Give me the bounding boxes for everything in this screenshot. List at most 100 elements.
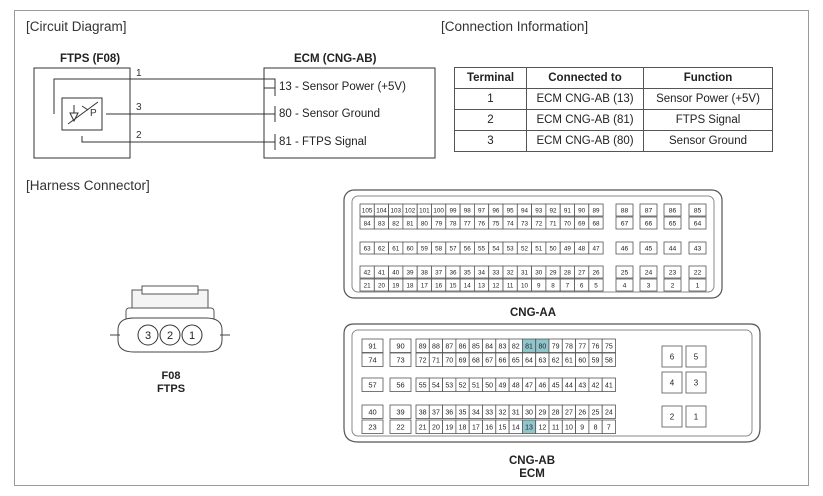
pin-number: 83 [499, 343, 507, 350]
pin-number: 33 [492, 269, 500, 276]
pin-number: 19 [445, 424, 453, 431]
pin-number: 78 [449, 220, 457, 227]
pin-cell-75 [601, 338, 616, 353]
pin-number: 18 [407, 282, 415, 289]
pin-number: 90 [396, 341, 404, 350]
svg-text:3: 3 [145, 330, 151, 342]
pin-number: 9 [580, 424, 584, 431]
pin-cell-56 [389, 377, 412, 392]
pin-number: 72 [535, 220, 543, 227]
pin-number: 10 [565, 424, 573, 431]
pin-number: 48 [578, 245, 586, 252]
ecm-label: ECM (CNG-AB) [294, 53, 377, 65]
pin-number: 25 [592, 409, 600, 416]
pin-number: 46 [538, 382, 546, 389]
pin-number: 21 [419, 424, 427, 431]
pin-number: 87 [645, 207, 653, 214]
pin-cell-6 [661, 345, 683, 368]
pin-number: 69 [578, 220, 586, 227]
cng-ab-sub-label: ECM [519, 468, 545, 480]
pin-cell-67 [615, 216, 634, 230]
pin-number: 86 [669, 207, 677, 214]
pin-cell-68 [588, 216, 604, 230]
pin-number: 13 [478, 282, 486, 289]
pin-number: 1 [694, 412, 699, 421]
pin-number: 50 [485, 382, 493, 389]
pin-number: 56 [464, 245, 472, 252]
pin-number: 26 [592, 269, 600, 276]
pin-number: 80 [421, 220, 429, 227]
pin-cell-1 [685, 405, 707, 428]
pin-cell-3 [685, 371, 707, 394]
pin-number: 92 [550, 207, 558, 214]
pin-number: 35 [459, 409, 467, 416]
pin-cell-22 [389, 419, 412, 434]
pin-number: 12 [538, 424, 546, 431]
pin-number: 84 [364, 220, 372, 227]
pin-number: 81 [525, 343, 533, 350]
pin-number: 52 [521, 245, 529, 252]
pin-number: 85 [694, 207, 702, 214]
pin-number: 79 [435, 220, 443, 227]
pin-number: 27 [578, 269, 586, 276]
ftps-pin-3: 3 [136, 102, 142, 113]
pin-number: 18 [459, 424, 467, 431]
pin-cell-43 [688, 241, 707, 255]
pin-number: 34 [472, 409, 480, 416]
pin-number: 63 [538, 357, 546, 364]
pin-number: 58 [435, 245, 443, 252]
pin-number: 91 [368, 341, 376, 350]
pin-number: 55 [478, 245, 486, 252]
pin-number: 74 [507, 220, 515, 227]
wire-2 [81, 136, 275, 143]
pin-number: 53 [507, 245, 515, 252]
pin-number: 64 [525, 357, 533, 364]
cng-aa-inner [351, 195, 715, 293]
pin-number: 39 [396, 407, 404, 416]
pin-number: 36 [449, 269, 457, 276]
ftps-pin-2: 2 [136, 130, 142, 141]
pin-number: 61 [392, 245, 400, 252]
pin-number: 17 [421, 282, 429, 289]
pin-cell-73 [389, 352, 412, 367]
pin-cell-4 [615, 278, 634, 292]
pin-number: 67 [621, 220, 629, 227]
pin-number: 44 [669, 245, 677, 252]
pin-number: 24 [645, 269, 653, 276]
pin-number: 60 [407, 245, 415, 252]
pin-number: 11 [507, 282, 514, 289]
pin-number: 74 [368, 355, 376, 364]
pin-cell-46 [615, 241, 634, 255]
pin-number: 17 [472, 424, 480, 431]
pin-number: 97 [478, 207, 486, 214]
pin-number: 88 [621, 207, 629, 214]
pin-number: 47 [592, 245, 600, 252]
pin-number: 30 [525, 409, 533, 416]
pin-cell-44 [663, 241, 682, 255]
pin-number: 91 [564, 207, 572, 214]
pin-number: 94 [521, 207, 529, 214]
circuit-diagram: P 1 3 2 [33, 67, 436, 159]
svg-text:1: 1 [189, 330, 195, 342]
header-terminal: Terminal [454, 67, 527, 89]
pin-number: 43 [578, 382, 586, 389]
pin-number: 80 [538, 343, 546, 350]
pin-number: 49 [564, 245, 572, 252]
pin-number: 30 [535, 269, 543, 276]
circuit-diagram-title: [Circuit Diagram] [26, 19, 127, 34]
pin-number: 57 [368, 380, 376, 389]
pin-number: 76 [478, 220, 486, 227]
pin-number: 78 [565, 343, 573, 350]
cng-ab-label: CNG-AB [509, 455, 555, 467]
pin-number: 62 [552, 357, 560, 364]
pin-number: 59 [421, 245, 429, 252]
pin-number: 59 [592, 357, 600, 364]
pin-number: 64 [694, 220, 702, 227]
pin-cell-5 [588, 278, 604, 292]
pin-number: 101 [419, 207, 430, 214]
pin-number: 68 [592, 220, 600, 227]
